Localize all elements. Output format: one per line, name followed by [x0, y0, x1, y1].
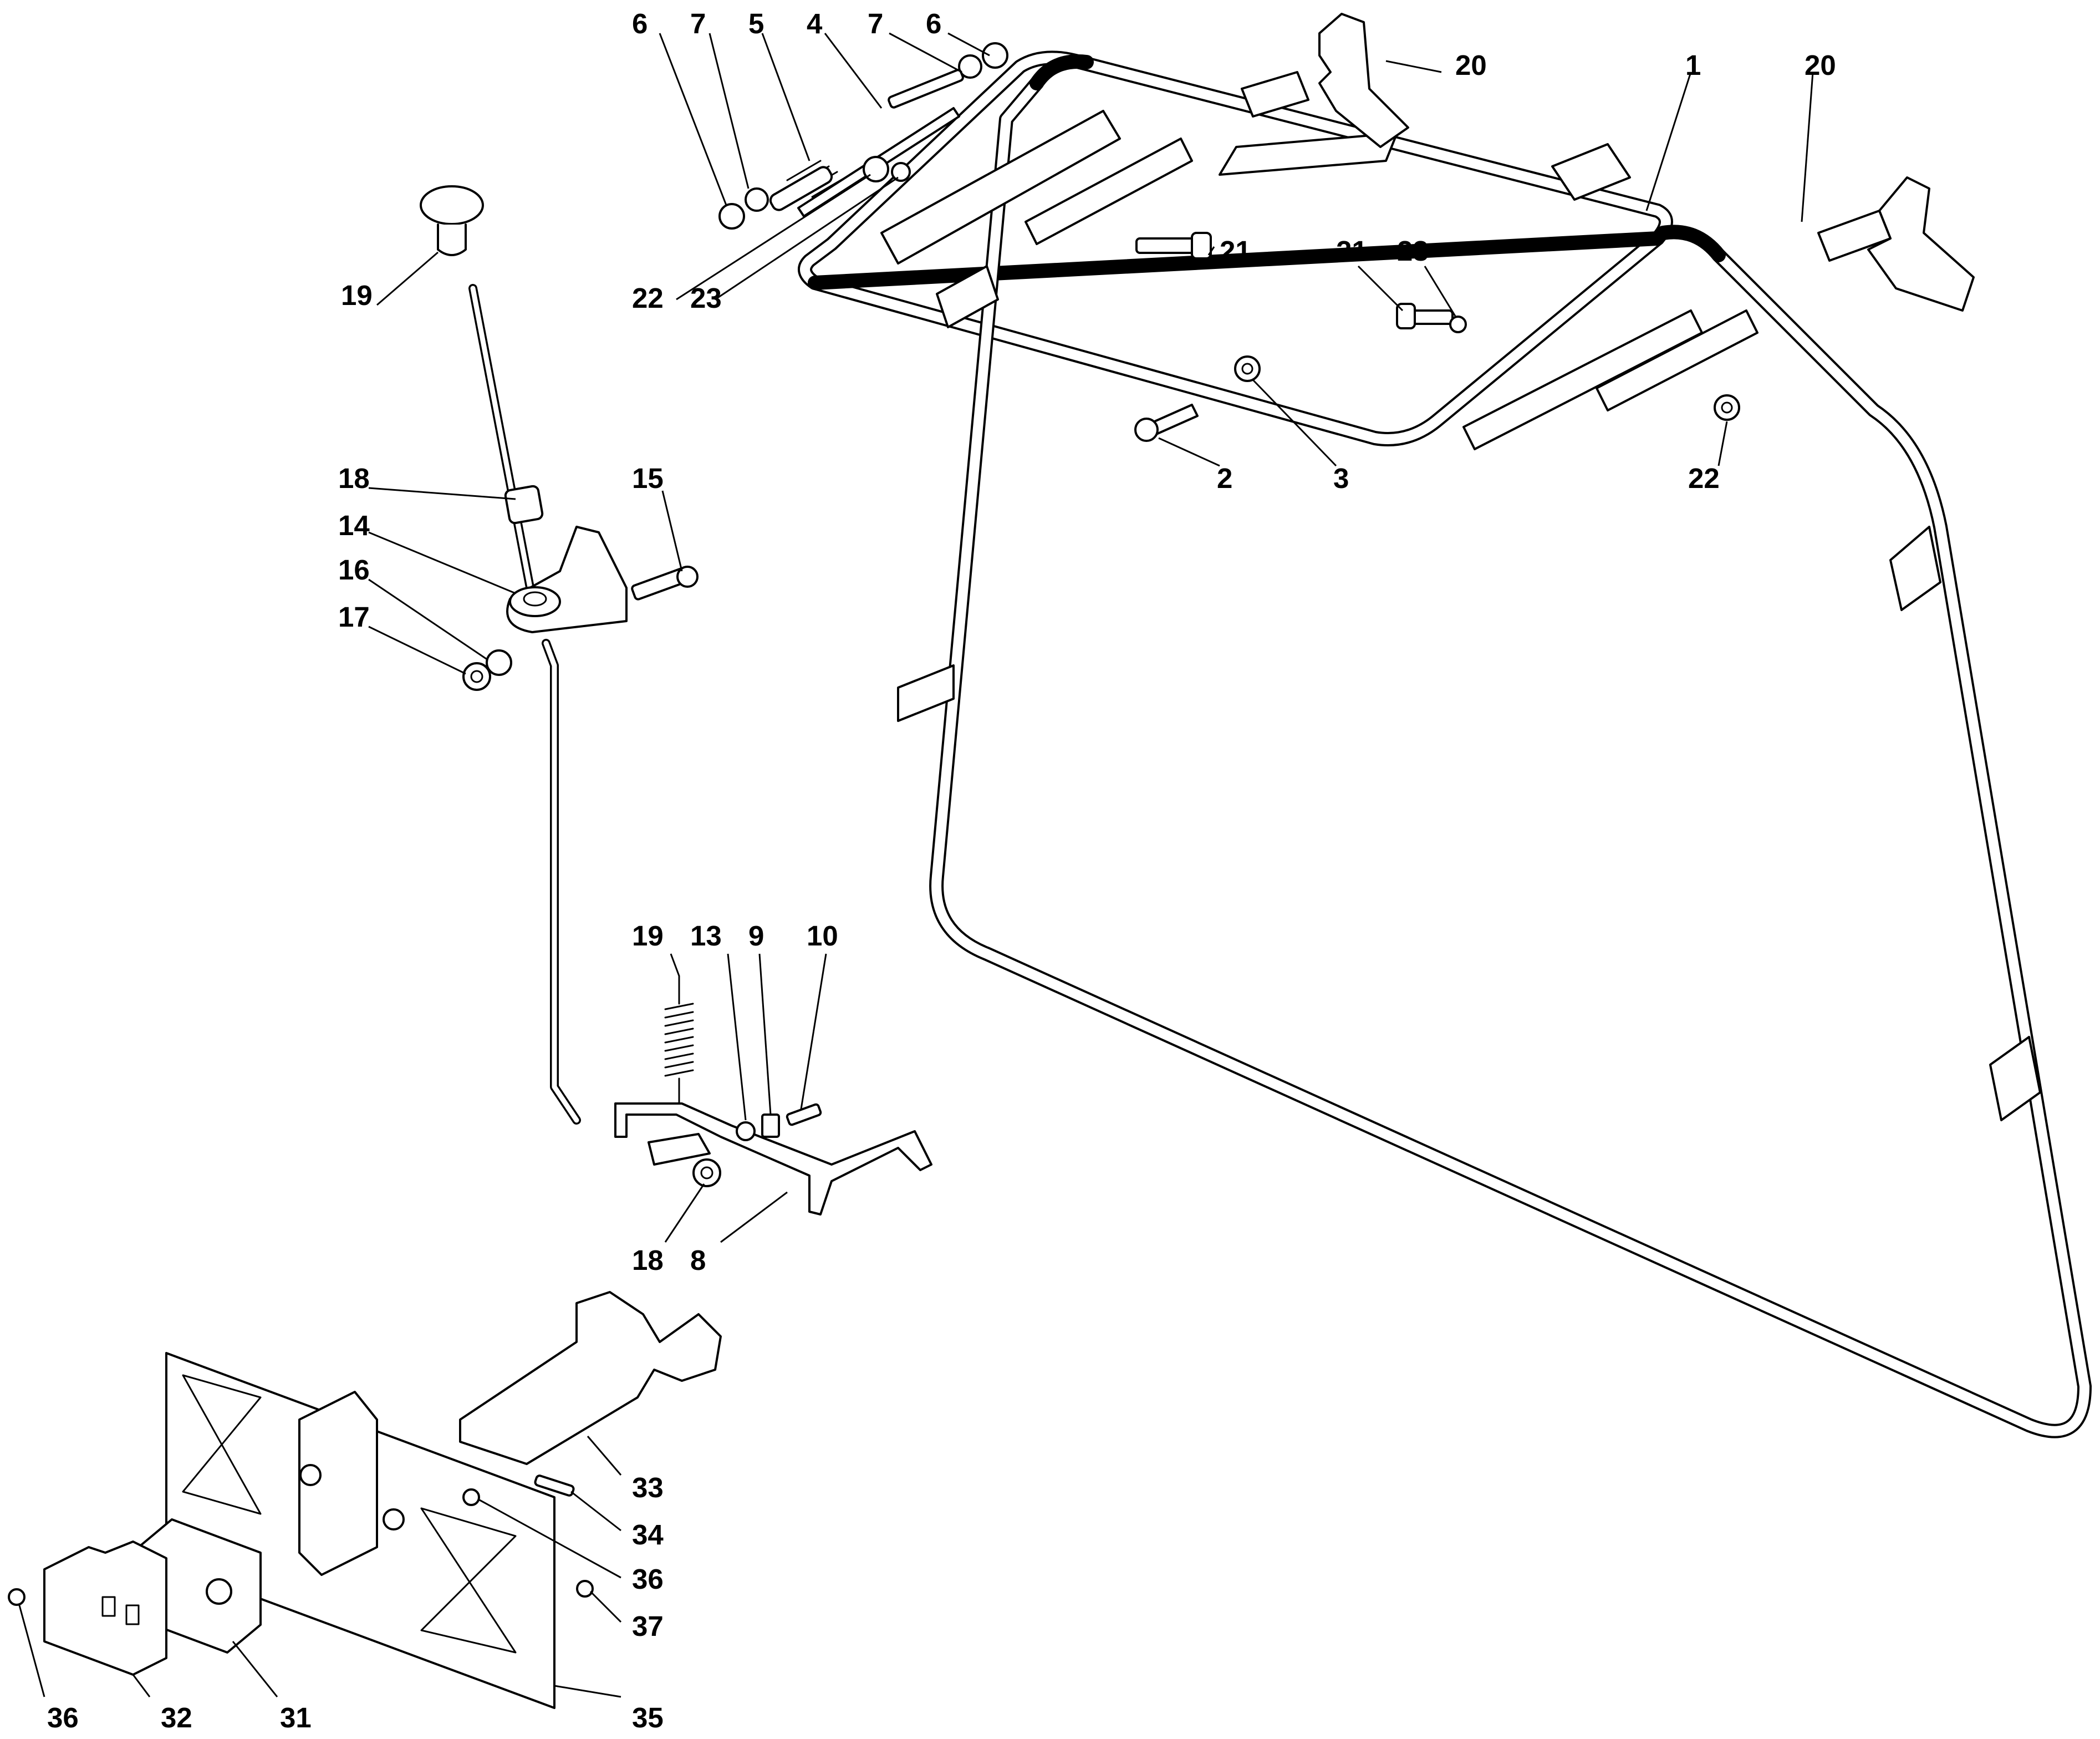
- label-33: 33: [632, 1472, 664, 1503]
- label-21-left: 21: [1220, 235, 1251, 267]
- label-11: 13: [690, 920, 722, 952]
- frame-part: [798, 13, 2092, 1438]
- label-8: 8: [690, 1244, 706, 1276]
- lever-assembly: [420, 185, 699, 1125]
- label-4: 4: [807, 8, 823, 39]
- label-6-left: 6: [632, 8, 648, 39]
- label-12: 14: [338, 510, 370, 541]
- label-20-right: 20: [1805, 49, 1836, 81]
- label-7-right: 7: [868, 8, 883, 39]
- label-34: 34: [632, 1519, 664, 1550]
- linkage-assembly: [614, 975, 932, 1216]
- label-35: 35: [632, 1702, 664, 1733]
- leader-lines: [18, 32, 1814, 1698]
- frame-hardware: [718, 42, 1740, 442]
- label-6-right: 6: [926, 8, 941, 39]
- label-10: 10: [807, 920, 838, 952]
- label-3: 3: [1333, 462, 1349, 494]
- label-23-right: 23: [1397, 235, 1429, 267]
- label-16: 18: [338, 462, 370, 494]
- label-15: 17: [338, 601, 370, 633]
- plate-assembly: [8, 1291, 722, 1709]
- label-17: 19: [341, 279, 373, 311]
- label-18: 18: [632, 1244, 664, 1276]
- label-21-right: 21: [1336, 235, 1368, 267]
- label-22-top: 22: [632, 282, 664, 314]
- label-22-right: 22: [1688, 462, 1720, 494]
- label-31: 31: [280, 1702, 312, 1733]
- label-37: 37: [632, 1610, 664, 1642]
- label-7-left: 7: [690, 8, 706, 39]
- label-9: 9: [748, 920, 764, 952]
- label-23-top: 23: [690, 282, 722, 314]
- label-1: 1: [1685, 49, 1701, 81]
- label-5: 5: [748, 8, 764, 39]
- label-14: 16: [338, 554, 370, 586]
- label-2: 2: [1217, 462, 1232, 494]
- label-13: 15: [632, 462, 664, 494]
- label-36-right: 36: [632, 1563, 664, 1595]
- label-36-left: 36: [47, 1702, 79, 1733]
- label-20-top: 20: [1455, 49, 1487, 81]
- label-19: 19: [632, 920, 664, 952]
- part-labels: 6 7 5 4 7 6 20 1 20 22 23 21 21 23 19 2 …: [47, 8, 1836, 1733]
- label-32: 32: [161, 1702, 192, 1733]
